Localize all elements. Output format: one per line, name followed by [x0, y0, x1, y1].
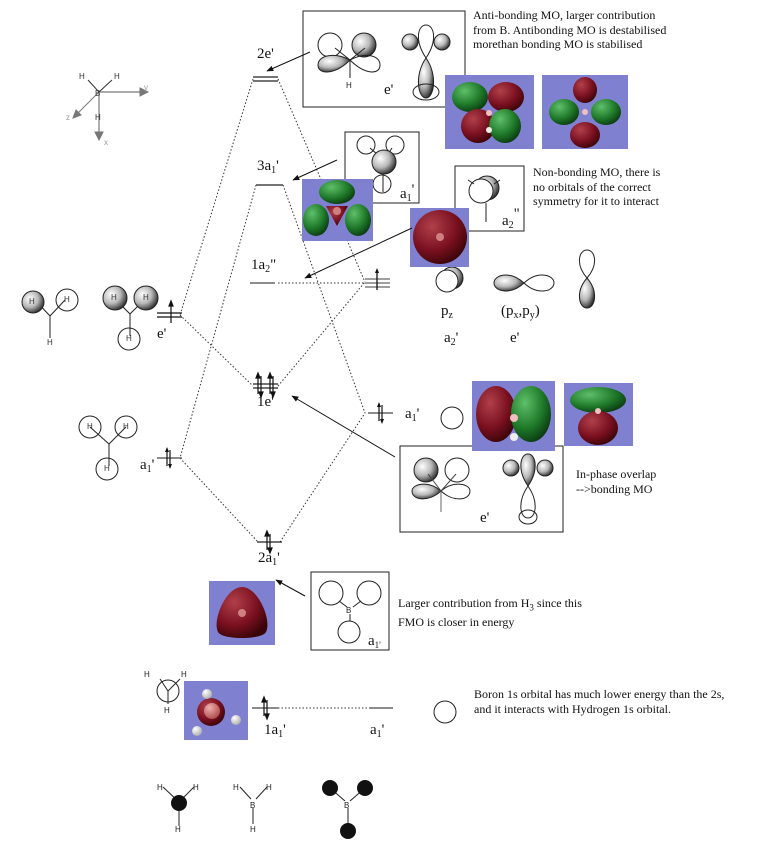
- box-a1-low: [310, 571, 390, 651]
- core-h3: H: [164, 706, 170, 715]
- b-px-orbital: [493, 274, 555, 292]
- note-inphase: In-phase overlap -->bonding MO: [576, 467, 657, 496]
- h3-label-a1: a1': [140, 457, 155, 475]
- h3-level-a1: [157, 447, 182, 469]
- box-bonding-e: [399, 445, 564, 533]
- bottom-h-2b: H: [266, 783, 272, 792]
- axis-center-b: B: [95, 89, 100, 98]
- mo-render-2a1: [209, 581, 275, 645]
- bottom-structure-3: [322, 780, 373, 839]
- core-h2: H: [181, 670, 187, 679]
- mo-render-2e-a: [445, 75, 534, 149]
- h3-e1-h-c: H: [47, 338, 53, 347]
- box-a1-low-sym: a1': [368, 633, 381, 650]
- b-1s-orbital: [433, 700, 457, 724]
- mo-render-2e-b: [542, 75, 628, 149]
- level-2e: [253, 76, 278, 82]
- h3-e2-h-b: H: [143, 293, 149, 302]
- h3-label-e: e': [157, 326, 167, 342]
- h3-a1-h-a: H: [87, 422, 93, 431]
- h3-e1-h-a: H: [29, 297, 35, 306]
- bottom-b-2: B: [250, 801, 255, 810]
- label-1a2: 1a2": [251, 257, 277, 275]
- b-label-e: e': [510, 330, 520, 346]
- b-label-pxpy: (px,py): [501, 303, 540, 321]
- h3-level-e: [157, 299, 182, 323]
- axis-label-x: x: [104, 138, 108, 147]
- label-3a1: 3a1': [257, 158, 279, 176]
- box-a1-top-sym: a1': [400, 182, 415, 204]
- bottom-h-1c: H: [175, 825, 181, 834]
- axis-label-z: z: [66, 113, 70, 122]
- h3-a1-orbital: [78, 415, 138, 481]
- box-antibonding-atom-h: H: [346, 81, 352, 90]
- box-a1-low-atom-b: B: [346, 606, 351, 615]
- h3-a1-h-b: H: [123, 422, 129, 431]
- axis-h3: H: [95, 113, 101, 122]
- annotation-arrows: [266, 51, 413, 597]
- h3-e2-h-a: H: [111, 293, 117, 302]
- mo-render-1a2: [410, 208, 469, 267]
- label-1a1: 1a1': [264, 722, 286, 740]
- axis-h1: H: [79, 72, 85, 81]
- bottom-b-3: B: [344, 801, 349, 810]
- mo-render-1a1: [184, 681, 248, 740]
- label-1e: 1e': [257, 394, 274, 410]
- mo-render-1e-a: [472, 381, 555, 451]
- axis-label-y: y: [144, 83, 148, 92]
- label-2a1: 2a1': [258, 550, 280, 568]
- h3-e1-h-b: H: [64, 295, 70, 304]
- h3-e-orbital-1: [21, 288, 79, 338]
- axes-widget: [72, 79, 150, 142]
- box-a2: [454, 165, 525, 232]
- h3-e-orbital-2: [102, 285, 159, 351]
- level-1e: [253, 383, 278, 389]
- note-boron-1s: Boron 1s orbital has much lower energy t…: [474, 687, 725, 716]
- b-label-a1: a1': [405, 406, 420, 424]
- b-2s-orbital: [440, 406, 464, 430]
- h3-a1-h-c: H: [104, 464, 110, 473]
- correlation-lines: [179, 78, 370, 709]
- axis-h2: H: [114, 72, 120, 81]
- b-py-orbital: [579, 249, 595, 309]
- box-bonding-sym: e': [480, 510, 490, 526]
- bottom-h-2a: H: [233, 783, 239, 792]
- bottom-structure-1: [162, 786, 195, 826]
- bottom-structure-2: [239, 786, 268, 824]
- electrons-2a1: [264, 529, 273, 555]
- box-a1-top: [344, 131, 420, 204]
- bottom-h-2c: H: [250, 825, 256, 834]
- label-2e: 2e': [257, 46, 274, 62]
- box-antibonding-sym: e': [384, 82, 394, 98]
- b-label-a2: a2': [444, 330, 459, 348]
- b-pz-orbital: [435, 266, 464, 293]
- note-nonbonding: Non-bonding MO, there is no orbitals of …: [533, 165, 661, 208]
- mo-render-1e-b: [564, 383, 633, 446]
- h3-e2-h-c: H: [126, 334, 132, 343]
- b-label-a1-low: a1': [370, 722, 385, 740]
- box-a2-sym: a2": [502, 206, 520, 231]
- bottom-h-1b: H: [193, 783, 199, 792]
- b-label-pz: pz: [441, 303, 453, 321]
- h3-core-structure: [156, 678, 181, 704]
- mo-render-3a1: [302, 179, 373, 241]
- electrons-1e: [255, 371, 276, 399]
- note-antibonding: Anti-bonding MO, larger contribution fro…: [473, 8, 667, 51]
- bottom-h-1a: H: [157, 783, 163, 792]
- b-level-p: [365, 268, 390, 290]
- b-level-2s: [368, 402, 393, 424]
- core-h1: H: [144, 670, 150, 679]
- box-antibonding-e: [302, 10, 466, 108]
- electrons-1a1: [261, 695, 270, 721]
